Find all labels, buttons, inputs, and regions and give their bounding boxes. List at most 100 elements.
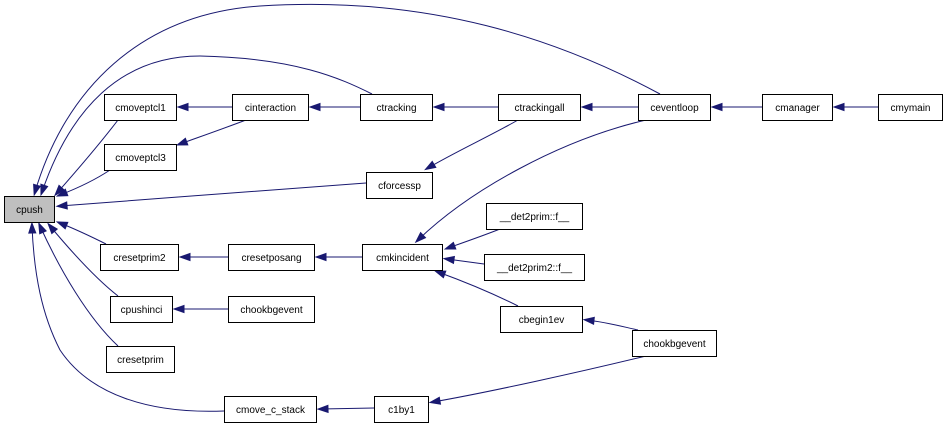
edge-line [179, 119, 247, 145]
node-cresetposang[interactable]: cresetposang [228, 244, 315, 271]
node-box[interactable] [110, 296, 173, 323]
node-label: cresetposang [241, 253, 301, 264]
edge-line [427, 119, 519, 169]
node-box[interactable] [498, 94, 581, 121]
node-cmove-c-stack[interactable]: cmove_c_stack [224, 396, 317, 423]
arrowhead [178, 252, 191, 262]
arrowhead [33, 183, 42, 197]
node-box[interactable] [228, 244, 315, 271]
node-cmymain[interactable]: cmymain [878, 94, 943, 121]
arrowhead [176, 102, 189, 112]
node-label: cmoveptcl1 [115, 103, 166, 114]
node-box[interactable] [762, 94, 833, 121]
node-box[interactable] [638, 94, 711, 121]
edge-cmoveptcl1-to-cpush [54, 119, 119, 197]
node-label: cbegin1ev [519, 315, 565, 326]
arrowhead [308, 102, 321, 112]
node-cmanager[interactable]: cmanager [762, 94, 833, 121]
node-cmoveptcl3[interactable]: cmoveptcl3 [104, 144, 177, 171]
arrowhead [47, 222, 59, 235]
node-label: cpushinci [121, 305, 163, 316]
node-label: cmymain [890, 103, 930, 114]
node-box[interactable] [100, 244, 179, 271]
node-cpush[interactable]: cpush [4, 196, 55, 223]
arrowhead [28, 221, 37, 234]
node-box[interactable] [228, 296, 315, 323]
node-box[interactable] [104, 94, 177, 121]
edges-layer [28, 3, 878, 414]
node-label: chookbgevent [240, 305, 302, 316]
edge-line [59, 222, 107, 245]
arrowhead [832, 102, 845, 112]
arrowhead [55, 201, 68, 210]
node-chookbgevent-left[interactable]: chookbgevent [228, 296, 315, 323]
arrowhead [175, 137, 189, 146]
node-label: ctrackingall [514, 103, 564, 114]
edge-cresetprim2-to-cpush [55, 221, 107, 245]
node-label: cmkincident [376, 253, 429, 264]
node-chookbgevent-right[interactable]: chookbgevent [632, 330, 717, 357]
node-label: cmanager [775, 103, 820, 114]
node-ceventloop[interactable]: ceventloop [638, 94, 711, 121]
node-cpushinci[interactable]: cpushinci [110, 296, 173, 323]
node-box[interactable] [106, 346, 175, 373]
edge-chookbgevent_left-to-cpushinci [172, 304, 228, 314]
arrowhead [580, 102, 593, 112]
node-box[interactable] [232, 94, 309, 121]
edge-ctrackingall-to-cforcessp [424, 119, 519, 171]
edge-cforcessp-to-cpush [55, 182, 367, 210]
nodes-layer: cpush cmoveptcl1 cmoveptcl3 cinteraction ctr… [4, 94, 943, 423]
node-box[interactable] [374, 396, 429, 423]
node-cresetprim[interactable]: cresetprim [106, 346, 175, 373]
edge-cmkincident-to-cresetposang [314, 252, 362, 262]
node-cmkincident[interactable]: cmkincident [362, 244, 443, 271]
arrowhead [433, 270, 447, 279]
arrowhead [314, 252, 327, 262]
node-box[interactable] [360, 94, 433, 121]
edge-cmoveptcl3-to-cpush [55, 169, 111, 197]
arrowhead [443, 241, 457, 250]
node-label: cforcessp [378, 181, 421, 192]
edge-ctracking-to-cinteraction [308, 102, 360, 112]
arrowhead [38, 221, 47, 235]
arrowhead [414, 231, 427, 244]
node-box[interactable] [486, 203, 583, 230]
arrowhead [55, 221, 69, 230]
arrowhead [424, 160, 437, 171]
edge-line [586, 319, 639, 331]
node-c1by1[interactable]: c1by1 [374, 396, 429, 423]
edge-chookbgevent_right-to-cbegin1ev [582, 316, 639, 331]
node-box[interactable] [632, 330, 717, 357]
node-box[interactable] [104, 144, 177, 171]
arrowhead [40, 183, 49, 197]
node-det2prim2[interactable]: __det2prim2::f__ [484, 254, 585, 281]
node-ctracking[interactable]: ctracking [360, 94, 433, 121]
edge-line [39, 225, 119, 347]
arrowhead [582, 316, 595, 326]
node-box[interactable] [484, 254, 585, 281]
node-ctrackingall[interactable]: ctrackingall [498, 94, 581, 121]
node-cmoveptcl1[interactable]: cmoveptcl1 [104, 94, 177, 121]
node-cbegin1ev[interactable]: cbegin1ev [500, 306, 583, 333]
node-box[interactable] [4, 196, 55, 223]
node-cinteraction[interactable]: cinteraction [232, 94, 309, 121]
edge-line [31, 225, 225, 412]
node-box[interactable] [362, 244, 443, 271]
edge-ctrackingall-to-ctracking [432, 102, 498, 112]
edge-line [59, 182, 367, 207]
node-cresetprim2[interactable]: cresetprim2 [100, 244, 179, 271]
node-label: cpush [16, 205, 43, 216]
node-label: c1by1 [388, 405, 415, 416]
node-det2prim[interactable]: __det2prim::f__ [486, 203, 583, 230]
edge-cpushinci-to-cpush [47, 222, 119, 297]
node-box[interactable] [224, 396, 317, 423]
node-cforcessp[interactable]: cforcessp [366, 172, 433, 199]
node-label: cresetprim2 [113, 253, 166, 264]
edge-line [447, 228, 501, 249]
arrowhead [316, 404, 329, 414]
node-box[interactable] [500, 306, 583, 333]
node-box[interactable] [366, 172, 433, 199]
node-box[interactable] [878, 94, 943, 121]
edge-line [49, 225, 119, 297]
